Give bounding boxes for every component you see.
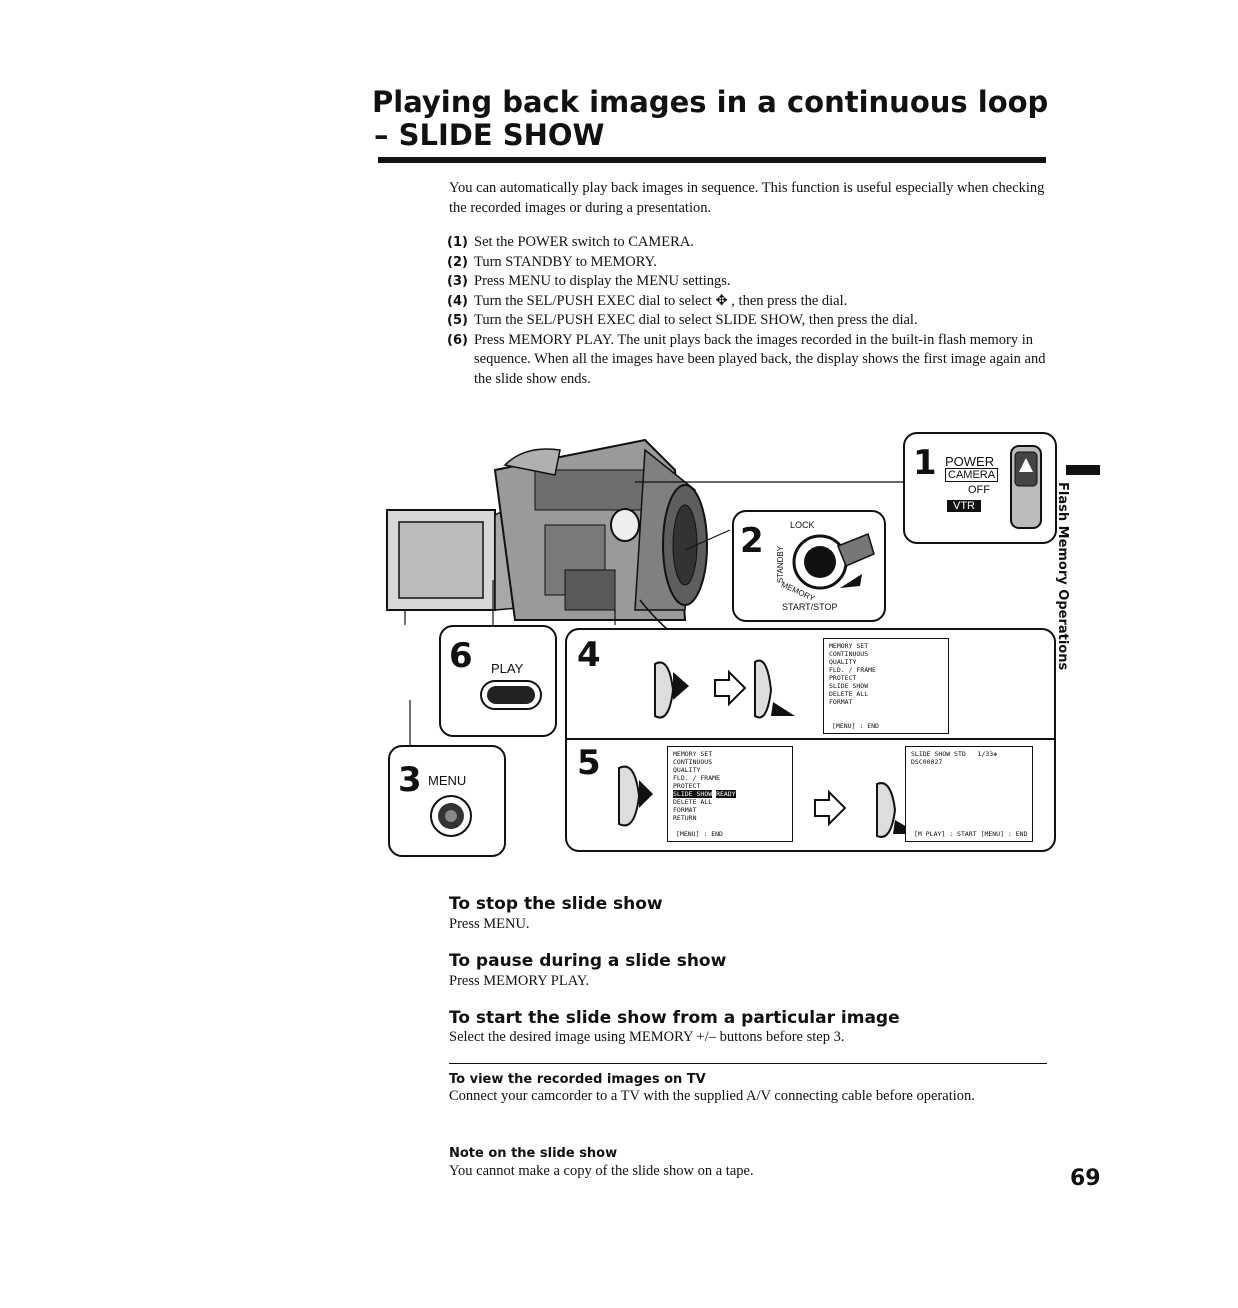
- step-2-number: 2: [740, 521, 764, 561]
- sel-push-exec-dial-icon: [654, 659, 795, 719]
- pause-slide-show-text: Press MEMORY PLAY.: [449, 973, 590, 989]
- start-stop-label: START/STOP: [782, 602, 838, 612]
- sel-push-exec-dial-turn-icon: [618, 765, 653, 827]
- steps-list: (1)Set the POWER switch to CAMERA. (2)Tu…: [447, 233, 1057, 389]
- steps-4-5-box: 4 MEMORY SET CONTINUOUS QUALITY FLD. / F…: [565, 628, 1056, 852]
- step-3-menu-box: 3 MENU: [388, 745, 506, 857]
- standby-dial-icon: [792, 532, 875, 590]
- note-slide-show-text: You cannot make a copy of the slide show…: [449, 1163, 754, 1179]
- title-line-2: – SLIDE SHOW: [374, 118, 605, 152]
- memory-play-button-icon: [480, 680, 542, 710]
- step-4-menu-screen: MEMORY SET CONTINUOUS QUALITY FLD. / FRA…: [823, 638, 949, 734]
- step-5-menu-screen: MEMORY SET CONTINUOUS QUALITY FLD. / FRA…: [667, 746, 793, 842]
- section-tab-marker: [1066, 465, 1100, 475]
- camera-label: CAMERA: [945, 468, 999, 482]
- page-title: Playing back images in a continuous loop…: [372, 86, 1048, 152]
- step-4-number: 4: [577, 635, 601, 675]
- step-item: (4)Turn the SEL/PUSH EXEC dial to select…: [447, 292, 848, 309]
- camcorder-illustration: 1 POWER CAMERA OFF VTR 2 LOCK STANDBY ME…: [385, 430, 1065, 860]
- play-label-text: PLAY: [491, 661, 524, 676]
- step-item: (5)Turn the SEL/PUSH EXEC dial to select…: [447, 312, 918, 328]
- step-1-number: 1: [913, 443, 937, 483]
- title-line-1: Playing back images in a continuous loop: [372, 85, 1049, 119]
- start-from-image-text: Select the desired image using MEMORY +/…: [449, 1029, 845, 1045]
- power-label: POWER: [945, 454, 995, 469]
- stop-slide-show-heading: To stop the slide show: [449, 894, 663, 914]
- stop-slide-show-text: Press MENU.: [449, 916, 530, 932]
- title-rule: [378, 157, 1046, 163]
- step-2-standby-box: 2 LOCK STANDBY MEMORY START/STOP: [732, 510, 886, 622]
- menu-label: MENU: [428, 773, 467, 788]
- slide-show-selected-row: SLIDE SHOW READY: [673, 790, 736, 798]
- power-switch-icon: [1010, 445, 1042, 529]
- note-slide-show-heading: Note on the slide show: [449, 1146, 618, 1161]
- menu-button-icon: [430, 795, 472, 837]
- section-tab-label: Flash Memory Operations: [1055, 482, 1070, 671]
- step-item: (1)Set the POWER switch to CAMERA.: [447, 234, 694, 250]
- pause-slide-show-heading: To pause during a slide show: [449, 951, 727, 971]
- step-item: (2)Turn STANDBY to MEMORY.: [447, 253, 657, 270]
- start-from-image-heading: To start the slide show from a particula…: [449, 1008, 900, 1028]
- off-label: OFF: [968, 484, 990, 496]
- view-on-tv-text: Connect your camcorder to a TV with the …: [449, 1088, 975, 1104]
- step-6-play-box: 6 PLAY: [439, 625, 557, 737]
- vtr-label: VTR: [947, 500, 981, 512]
- camcorder-icon: [386, 438, 905, 745]
- step-6-number: 6: [449, 636, 473, 676]
- slide-show-screen: SLIDE SHOW STD 1/33✥ DSC00027 [M PLAY] :…: [905, 746, 1033, 842]
- step-item: (3)Press MENU to display the MENU settin…: [447, 273, 731, 289]
- steps-divider: [567, 738, 1054, 740]
- step-3-number: 3: [398, 760, 422, 800]
- notes-divider: [449, 1063, 1047, 1064]
- step-item: (6)Press MEMORY PLAY. The unit plays bac…: [447, 331, 1046, 387]
- intro-paragraph: You can automatically play back images i…: [449, 180, 1045, 216]
- page-number: 69: [1070, 1166, 1101, 1191]
- step-1-power-switch-box: 1 POWER CAMERA OFF VTR: [903, 432, 1057, 544]
- step-5-number: 5: [577, 743, 601, 783]
- lock-label: LOCK: [790, 520, 815, 530]
- view-on-tv-heading: To view the recorded images on TV: [449, 1072, 706, 1087]
